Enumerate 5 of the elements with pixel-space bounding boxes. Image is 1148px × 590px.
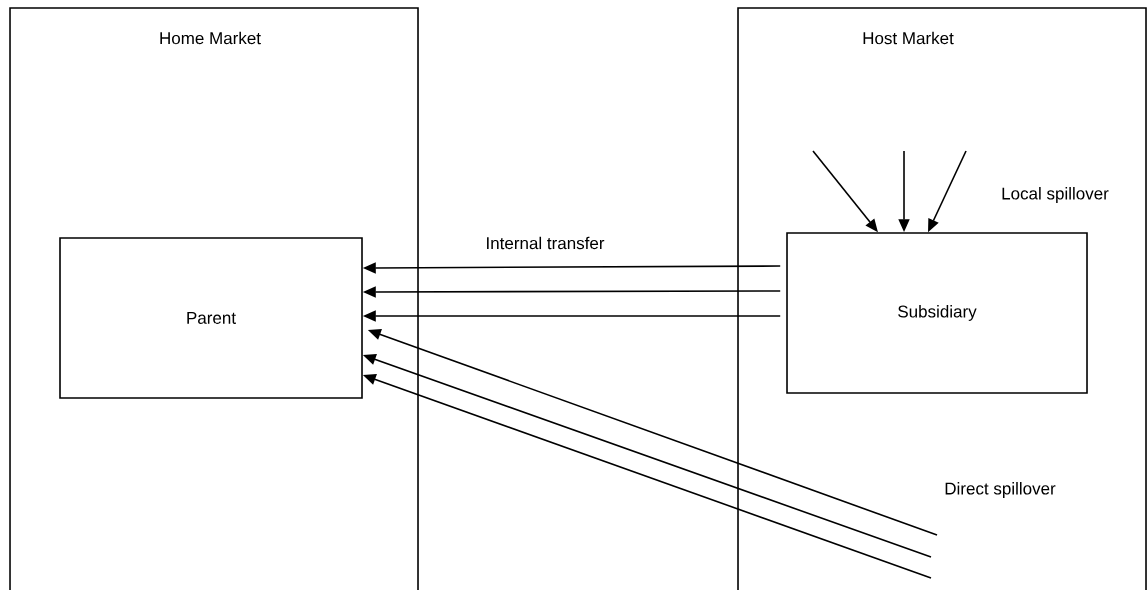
edge-label: Local spillover — [1000, 186, 1110, 204]
edge-label: Direct spillover — [943, 481, 1057, 499]
firm-box: Subsidiary — [786, 232, 1088, 394]
firm-box: Parent — [59, 237, 363, 399]
edge-label: Internal transfer — [484, 235, 606, 251]
